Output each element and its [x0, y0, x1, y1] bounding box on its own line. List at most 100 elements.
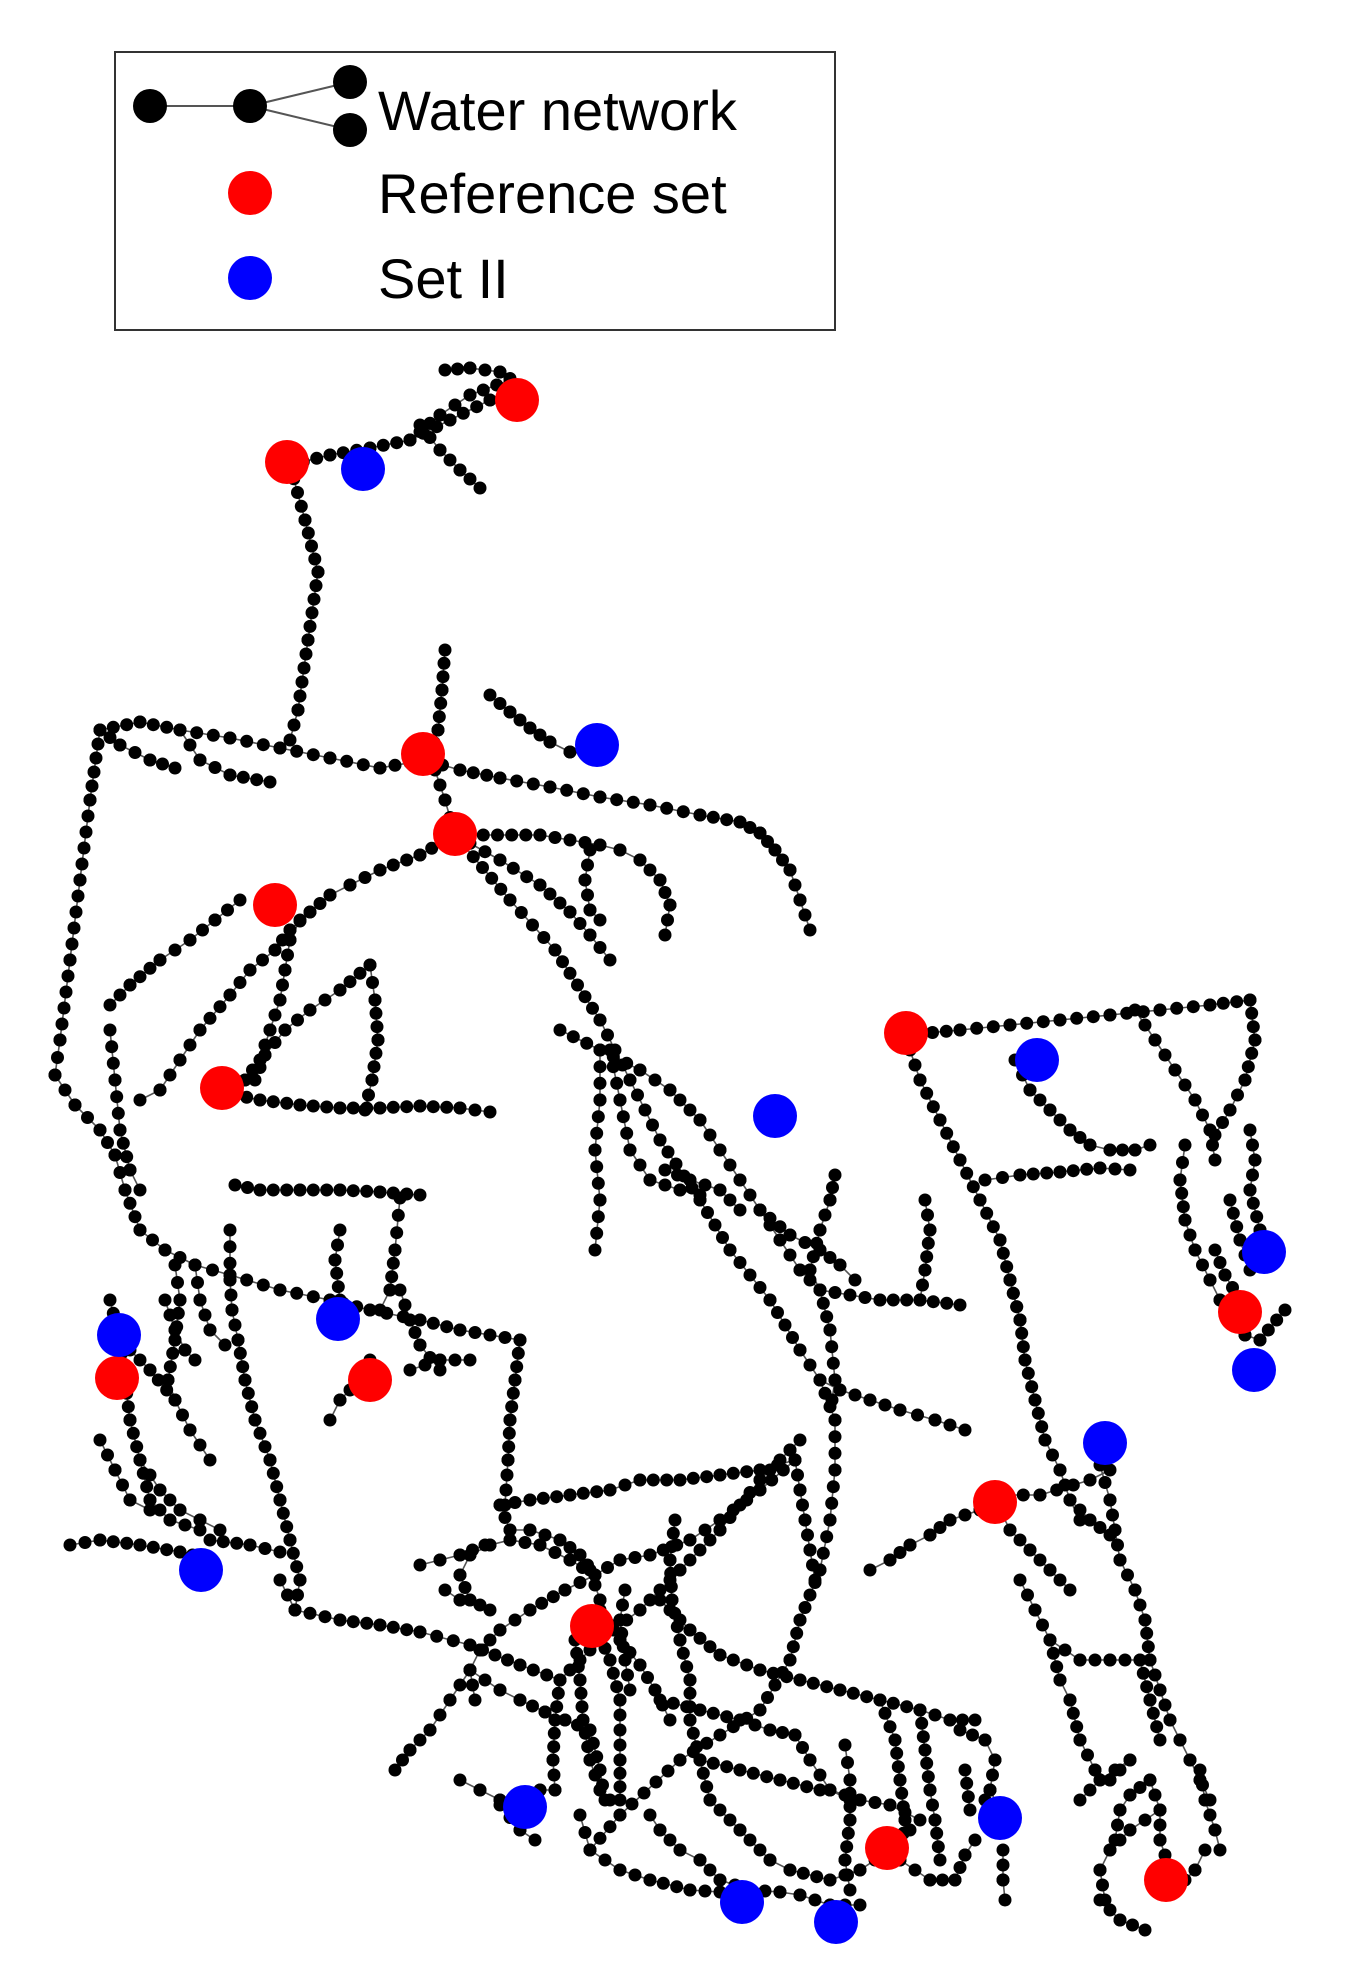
network-node: [498, 1511, 512, 1524]
network-node: [761, 1691, 774, 1704]
network-node: [576, 787, 590, 801]
network-node: [75, 857, 89, 871]
network-node: [103, 1293, 117, 1307]
network-node: [73, 873, 87, 887]
network-node: [1000, 1260, 1014, 1274]
network-node: [1070, 1011, 1084, 1025]
network-node: [768, 1678, 782, 1692]
network-node: [953, 1723, 967, 1737]
network-node: [753, 1843, 767, 1857]
network-node: [693, 1703, 707, 1717]
network-node: [299, 647, 313, 661]
network-node: [268, 1036, 282, 1049]
network-node: [581, 858, 594, 872]
network-node: [671, 1168, 684, 1182]
network-node: [798, 908, 812, 922]
network-node: [1138, 1613, 1152, 1627]
network-node: [483, 688, 497, 702]
network-node: [613, 1793, 627, 1807]
network-node: [63, 1538, 77, 1552]
network-node: [360, 1616, 374, 1630]
network-node: [996, 1843, 1010, 1857]
network-node: [519, 828, 533, 842]
network-node: [476, 383, 490, 397]
network-node: [573, 1653, 587, 1667]
network-node: [373, 1185, 387, 1199]
network-node: [913, 1073, 927, 1087]
network-node: [93, 1123, 107, 1137]
network-node: [563, 1553, 577, 1567]
network-node: [943, 1713, 957, 1727]
network-node: [673, 1473, 687, 1487]
network-node: [853, 1793, 867, 1807]
network-node: [369, 1046, 383, 1060]
network-node: [615, 1626, 629, 1640]
network-node: [986, 1768, 999, 1782]
network-node: [583, 1563, 597, 1577]
network-node: [446, 1634, 460, 1648]
network-node: [1113, 1763, 1127, 1777]
network-node: [930, 1826, 944, 1840]
network-node: [669, 1157, 683, 1171]
network-node: [810, 1236, 824, 1250]
network-node: [173, 1293, 187, 1307]
network-node: [783, 1248, 797, 1262]
network-node: [563, 966, 577, 980]
network-node: [240, 1273, 254, 1287]
network-node: [586, 1001, 599, 1015]
network-node: [480, 768, 494, 782]
legend-water-network-symbol: [133, 65, 367, 147]
network-node: [373, 1303, 387, 1317]
network-node: [703, 1640, 717, 1654]
network-node: [575, 1700, 589, 1714]
network-node: [763, 1723, 777, 1737]
network-node: [283, 1533, 297, 1547]
network-node: [188, 1353, 202, 1367]
network-node: [403, 1363, 417, 1377]
reference-set-marker: [570, 1604, 614, 1648]
network-node: [533, 1538, 547, 1552]
network-node: [793, 1673, 807, 1687]
network-node: [753, 826, 767, 840]
network-node: [523, 1523, 537, 1537]
network-node: [996, 1873, 1010, 1887]
network-node: [676, 805, 690, 819]
network-node: [153, 1483, 167, 1497]
network-node: [301, 526, 315, 540]
network-node: [106, 1056, 120, 1070]
network-node: [1196, 1258, 1209, 1272]
reference-set-marker: [433, 812, 477, 856]
network-node: [796, 1498, 809, 1512]
network-node: [108, 1073, 122, 1087]
network-node: [218, 1338, 232, 1352]
network-node: [806, 1250, 820, 1264]
network-node: [151, 1373, 165, 1387]
network-node: [87, 765, 101, 779]
network-node: [783, 1228, 797, 1242]
network-node: [768, 843, 782, 857]
network-node: [178, 1518, 192, 1532]
network-node: [626, 795, 640, 809]
network-node: [973, 1193, 987, 1207]
network-node: [720, 1760, 734, 1774]
network-node: [958, 1508, 972, 1522]
network-node: [320, 1183, 334, 1197]
network-node: [1063, 1123, 1077, 1137]
network-node: [898, 1806, 912, 1819]
network-node: [548, 831, 562, 844]
network-node: [453, 1548, 467, 1562]
reference-set-marker: [1218, 1290, 1262, 1334]
network-node: [793, 1613, 807, 1627]
network-node: [503, 1523, 517, 1537]
network-node: [171, 1276, 184, 1289]
network-node: [848, 1388, 862, 1402]
network-node: [966, 1180, 980, 1194]
network-node: [81, 809, 95, 823]
network-node: [485, 871, 499, 885]
network-node: [506, 861, 520, 875]
network-node: [263, 1453, 277, 1467]
network-node: [566, 1030, 580, 1044]
network-node: [1143, 1693, 1157, 1707]
network-node: [1143, 1138, 1157, 1152]
network-node: [616, 1640, 630, 1654]
